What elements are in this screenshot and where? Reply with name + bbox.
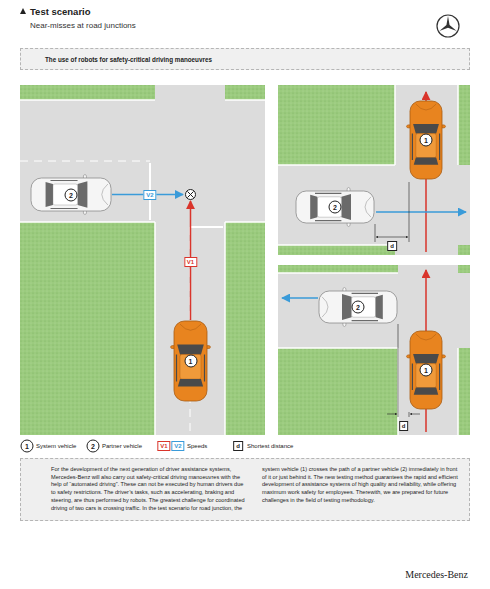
body-text: For the development of the next generati… xyxy=(51,466,459,512)
speed-label: V1 xyxy=(184,257,197,267)
logo xyxy=(437,15,459,37)
partner-vehicle: 2 xyxy=(295,190,375,224)
rear-pass-panel xyxy=(278,265,470,435)
legend-text: Shortest distance xyxy=(247,443,293,449)
system-vehicle: 1 xyxy=(409,100,443,180)
legend-sample: d xyxy=(233,441,243,451)
band-heading: The use of robots for safety-critical dr… xyxy=(45,56,212,63)
system-vehicle: 1 xyxy=(173,320,208,402)
front-pass-panel xyxy=(278,85,470,255)
callout-number: 1 xyxy=(420,364,433,377)
distance-label: d xyxy=(399,421,409,431)
callout-number: 1 xyxy=(184,355,197,368)
callout-number: 1 xyxy=(420,134,433,147)
text-box: For the development of the next generati… xyxy=(20,458,470,521)
legend-sample: V2 xyxy=(171,441,184,451)
legend-sample: V1 xyxy=(157,441,170,451)
legend-text: System vehicle xyxy=(36,443,76,449)
callout-number: 2 xyxy=(329,201,342,214)
junction-panel xyxy=(20,85,265,435)
legend-sample: 2 xyxy=(87,440,100,453)
subtitle: Near-misses at road junctions xyxy=(30,21,136,30)
collision-point xyxy=(186,190,196,200)
title-marker xyxy=(20,8,26,14)
legend-text: Speeds xyxy=(187,443,207,449)
distance-label: d xyxy=(387,241,397,251)
title: Test scenario xyxy=(30,6,91,17)
heading-band: The use of robots for safety-critical dr… xyxy=(20,48,470,70)
partner-vehicle: 2 xyxy=(318,290,398,324)
speed-label: V2 xyxy=(143,190,156,200)
callout-number: 2 xyxy=(352,301,365,314)
partner-vehicle: 2 xyxy=(30,177,112,212)
callout-number: 2 xyxy=(65,188,78,201)
system-vehicle: 1 xyxy=(409,330,443,410)
legend-text: Partner vehicle xyxy=(102,443,142,449)
brand-wordmark: Mercedes-Benz xyxy=(405,569,468,580)
legend-sample: 1 xyxy=(21,440,34,453)
